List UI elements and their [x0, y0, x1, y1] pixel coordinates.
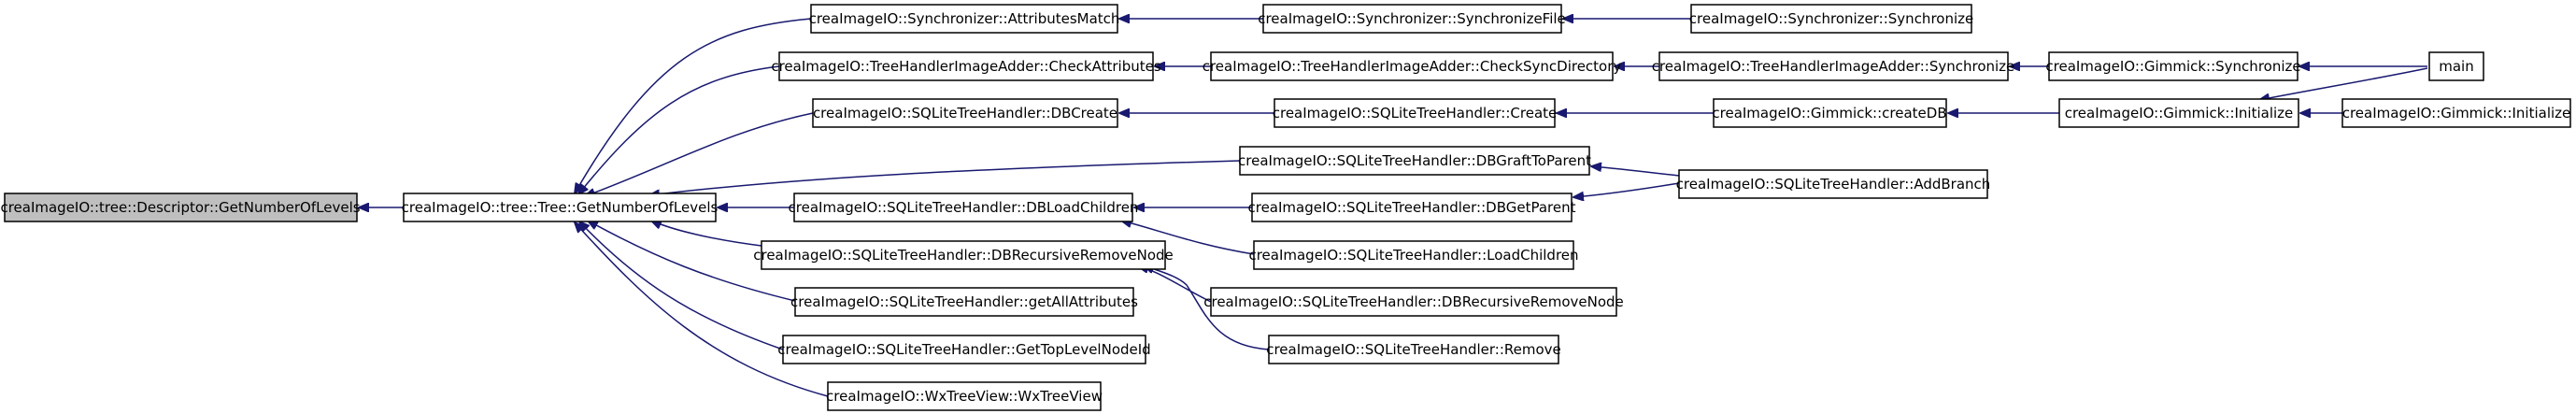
node-gimmick-initialize[interactable]: creaImageIO::Gimmick::Initialize	[2058, 98, 2299, 128]
edge-n24-n23	[2259, 67, 2428, 100]
svg-text:creaImageIO::SQLiteTreeHandler: creaImageIO::SQLiteTreeHandler::Create	[1273, 105, 1558, 121]
svg-text:creaImageIO::WxTreeView::WxTre: creaImageIO::WxTreeView::WxTreeView	[826, 388, 1103, 405]
node-synchronizer-synchronize[interactable]: creaImageIO::Synchronizer::Synchronize	[1689, 4, 1973, 34]
svg-text:creaImageIO::SQLiteTreeHandler: creaImageIO::SQLiteTreeHandler::Remove	[1266, 341, 1561, 358]
edge-n2-n1	[575, 18, 812, 193]
svg-text:creaImageIO::Synchronizer::Syn: creaImageIO::Synchronizer::SynchronizeFi…	[1258, 10, 1566, 27]
svg-text:creaImageIO::Gimmick::Initiali: creaImageIO::Gimmick::Initialize	[2065, 105, 2294, 121]
svg-text:creaImageIO::SQLiteTreeHandler: creaImageIO::SQLiteTreeHandler::getAllAt…	[790, 293, 1138, 310]
node-synchronizer-synchronize-file[interactable]: creaImageIO::Synchronizer::SynchronizeFi…	[1258, 4, 1566, 34]
node-descriptor-get-number-of-levels[interactable]: creaImageIO::tree::Descriptor::GetNumber…	[0, 193, 361, 222]
svg-text:creaImageIO::TreeHandlerImageA: creaImageIO::TreeHandlerImageAdder::Sync…	[1652, 58, 2015, 75]
node-gimmick-initialize-2[interactable]: creaImageIO::Gimmick::Initialize	[2341, 98, 2571, 128]
svg-text:creaImageIO::Gimmick::createDB: creaImageIO::Gimmick::createDB	[1712, 105, 1946, 121]
svg-text:creaImageIO::Gimmick::Initiali: creaImageIO::Gimmick::Initialize	[2342, 105, 2571, 121]
node-sqlitetreehandler-dbgraft-to-parent[interactable]: creaImageIO::SQLiteTreeHandler::DBGraftT…	[1238, 146, 1591, 176]
edge-n5-n1	[649, 160, 1241, 195]
svg-text:creaImageIO::tree::Descriptor:: creaImageIO::tree::Descriptor::GetNumber…	[0, 199, 360, 216]
edge-n17-n7	[1144, 265, 1270, 350]
edge-n10-n1	[575, 222, 829, 397]
svg-text:creaImageIO::SQLiteTreeHandler: creaImageIO::SQLiteTreeHandler::DBRecurs…	[753, 247, 1174, 264]
svg-text:main: main	[2439, 58, 2473, 75]
svg-text:creaImageIO::SQLiteTreeHandler: creaImageIO::SQLiteTreeHandler::DBRecurs…	[1203, 293, 1624, 310]
svg-text:creaImageIO::TreeHandlerImageA: creaImageIO::TreeHandlerImageAdder::Chec…	[1203, 58, 1622, 75]
node-main[interactable]: main	[2428, 51, 2484, 81]
edge-n7-n1	[651, 221, 762, 247]
node-sqlitetreehandler-dbload-children[interactable]: creaImageIO::SQLiteTreeHandler::DBLoadCh…	[789, 193, 1139, 222]
edge-n16-n7	[1138, 266, 1212, 303]
node-sqlitetreehandler-create[interactable]: creaImageIO::SQLiteTreeHandler::Create	[1273, 98, 1558, 128]
svg-text:creaImageIO::SQLiteTreeHandler: creaImageIO::SQLiteTreeHandler::GetTopLe…	[777, 341, 1150, 358]
edge-n15-n6	[1121, 221, 1255, 255]
svg-text:creaImageIO::Synchronizer::Att: creaImageIO::Synchronizer::AttributesMat…	[809, 10, 1120, 27]
node-treehandlerimageadder-synchronize[interactable]: creaImageIO::TreeHandlerImageAdder::Sync…	[1652, 51, 2015, 81]
node-gimmick-synchronize[interactable]: creaImageIO::Gimmick::Synchronize	[2045, 51, 2301, 81]
node-tree-get-number-of-levels[interactable]: creaImageIO::tree::Tree::GetNumberOfLeve…	[402, 193, 719, 222]
node-sqlitetreehandler-dbcreate[interactable]: creaImageIO::SQLiteTreeHandler::DBCreate	[812, 98, 1118, 128]
node-gimmick-create-db[interactable]: creaImageIO::Gimmick::createDB	[1712, 98, 1947, 128]
edge-n21-n14	[1573, 182, 1680, 197]
node-sqlitetreehandler-load-children[interactable]: creaImageIO::SQLiteTreeHandler::LoadChil…	[1248, 240, 1579, 270]
svg-text:creaImageIO::Synchronizer::Syn: creaImageIO::Synchronizer::Synchronize	[1689, 10, 1973, 27]
svg-text:creaImageIO::SQLiteTreeHandler: creaImageIO::SQLiteTreeHandler::AddBranc…	[1676, 176, 1991, 193]
edge-n4-n1	[585, 112, 814, 196]
svg-text:creaImageIO::SQLiteTreeHandler: creaImageIO::SQLiteTreeHandler::DBLoadCh…	[789, 199, 1139, 216]
svg-text:creaImageIO::SQLiteTreeHandler: creaImageIO::SQLiteTreeHandler::DBGetPar…	[1247, 199, 1575, 216]
edge-n9-n1	[579, 221, 784, 350]
svg-text:creaImageIO::SQLiteTreeHandler: creaImageIO::SQLiteTreeHandler::DBCreate	[813, 105, 1117, 121]
svg-text:creaImageIO::TreeHandlerImageA: creaImageIO::TreeHandlerImageAdder::Chec…	[771, 58, 1161, 75]
node-treehandlerimageadder-check-attributes[interactable]: creaImageIO::TreeHandlerImageAdder::Chec…	[771, 51, 1161, 81]
edges	[359, 18, 2428, 397]
edge-n8-n1	[588, 221, 796, 302]
node-sqlitetreehandler-dbget-parent[interactable]: creaImageIO::SQLiteTreeHandler::DBGetPar…	[1247, 193, 1576, 222]
node-sqlitetreehandler-add-branch[interactable]: creaImageIO::SQLiteTreeHandler::AddBranc…	[1676, 169, 1991, 199]
edge-n21-n5	[1591, 166, 1680, 177]
node-sqlitetreehandler-remove[interactable]: creaImageIO::SQLiteTreeHandler::Remove	[1266, 335, 1561, 364]
svg-text:creaImageIO::SQLiteTreeHandler: creaImageIO::SQLiteTreeHandler::DBGraftT…	[1238, 152, 1591, 169]
svg-text:creaImageIO::Gimmick::Synchron: creaImageIO::Gimmick::Synchronize	[2045, 58, 2300, 75]
node-treehandlerimageadder-check-sync-directory[interactable]: creaImageIO::TreeHandlerImageAdder::Chec…	[1203, 51, 1622, 81]
nodes: creaImageIO::tree::Descriptor::GetNumber…	[0, 4, 2571, 411]
node-sqlitetreehandler-get-top-level-node-id[interactable]: creaImageIO::SQLiteTreeHandler::GetTopLe…	[777, 335, 1151, 364]
node-sqlitetreehandler-dbrecursive-remove-node-2[interactable]: creaImageIO::SQLiteTreeHandler::DBRecurs…	[1203, 287, 1624, 317]
node-synchronizer-attributes-match[interactable]: creaImageIO::Synchronizer::AttributesMat…	[809, 4, 1120, 34]
svg-text:creaImageIO::SQLiteTreeHandler: creaImageIO::SQLiteTreeHandler::LoadChil…	[1248, 247, 1578, 264]
node-wxtreeview-wxtreeview[interactable]: creaImageIO::WxTreeView::WxTreeView	[826, 381, 1103, 411]
edge-n3-n1	[578, 65, 780, 194]
node-sqlitetreehandler-get-all-attributes[interactable]: creaImageIO::SQLiteTreeHandler::getAllAt…	[790, 287, 1138, 317]
svg-text:creaImageIO::tree::Tree::GetNu: creaImageIO::tree::Tree::GetNumberOfLeve…	[402, 199, 719, 216]
node-sqlitetreehandler-dbrecursive-remove-node[interactable]: creaImageIO::SQLiteTreeHandler::DBRecurs…	[753, 240, 1174, 270]
